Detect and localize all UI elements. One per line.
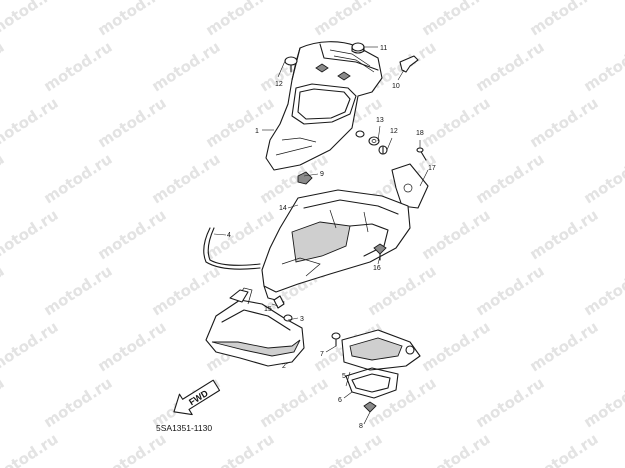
watermark-text: motod.ru [0,430,62,468]
watermark-text: motod.ru [526,94,601,152]
nut-part-9 [297,171,313,185]
callout-13: 13 [376,117,384,124]
watermark-text: motod.ru [148,150,223,208]
watermark-text: motod.ru [0,262,8,320]
watermark-text: motod.ru [472,374,547,432]
watermark-text: motod.ru [0,374,8,432]
watermark-text: motod.ru [0,94,62,152]
callout-5: 5 [342,373,346,380]
trim-strip-part-4 [203,227,261,270]
watermark-text: motod.ru [418,430,493,468]
lower-fender-part-2 [205,287,305,367]
clip-part-10 [399,55,419,73]
watermark-text: motod.ru [580,150,625,208]
watermark-text: motod.ru [0,0,62,39]
bracket-part-6 [345,367,399,399]
bolt-part-18 [416,147,427,161]
watermark-text: motod.ru [0,206,62,264]
watermark-text: motod.ru [202,206,277,264]
bolt-part-8 [363,401,377,413]
watermark-text: motod.ru [526,318,601,376]
screw-part-3 [283,314,293,322]
callout-14: 14 [279,205,287,212]
watermark-text: motod.ru [94,430,169,468]
watermark-text: motod.ru [0,38,8,96]
callout-1: 1 [255,128,259,135]
callout-3: 3 [300,316,304,323]
watermark-text: motod.ru [40,262,115,320]
callout-7: 7 [320,351,324,358]
watermark-text: motod.ru [580,38,625,96]
watermark-text: motod.ru [472,150,547,208]
watermark-text: motod.ru [40,38,115,96]
watermark-text: motod.ru [526,430,601,468]
watermark-text: motod.ru [94,318,169,376]
callout-2: 2 [282,363,286,370]
watermark-text: motod.ru [472,38,547,96]
callout-4: 4 [227,232,231,239]
callout-15: 15 [264,306,272,313]
front-cover-part [265,41,383,171]
watermark-text: motod.ru [418,94,493,152]
screw-part-12-side [378,145,388,155]
bracket-part-17 [391,163,429,209]
watermark-text: motod.ru [310,430,385,468]
watermark-text: motod.ru [202,0,277,39]
watermark-text: motod.ru [0,150,8,208]
watermark-text: motod.ru [418,0,493,39]
watermark-text: motod.ru [580,262,625,320]
watermark-text: motod.ru [40,374,115,432]
callout-12-side: 12 [390,128,398,135]
watermark-text: motod.ru [94,0,169,39]
callout-labels: 1 2 3 4 5 6 7 8 9 10 11 12 12 13 14 15 1… [227,45,436,430]
callout-12-top: 12 [275,81,283,88]
callout-11: 11 [380,45,387,52]
callout-17: 17 [428,165,436,172]
watermark-text: motod.ru [526,0,601,39]
callout-9: 9 [320,171,324,178]
callout-18: 18 [416,130,424,137]
watermark-text: motod.ru [94,206,169,264]
watermark-text: motod.ru [256,374,331,432]
watermark-text: motod.ru [472,262,547,320]
callout-10: 10 [392,83,400,90]
watermark-text: motod.ru [0,318,62,376]
watermark-text: motod.ru [310,0,385,39]
callout-16: 16 [373,265,381,272]
leader-lines [213,46,429,425]
grommet-part-13 [368,136,380,146]
screw-part-7 [331,332,341,347]
watermark-text: motod.ru [40,150,115,208]
callout-8: 8 [359,423,363,430]
watermark-text: motod.ru [202,430,277,468]
watermark-text: motod.ru [148,38,223,96]
side-guard-part-5 [341,329,421,371]
diagram-code: 5SA1351-1130 [156,423,212,433]
cap-part-11 [351,42,365,54]
watermark-text: motod.ru [418,206,493,264]
watermark-text: motod.ru [94,94,169,152]
watermark-text: motod.ru [580,374,625,432]
watermark-text: motod.ru [202,94,277,152]
watermark-text: motod.ru [418,318,493,376]
watermark-text: motod.ru [364,374,439,432]
watermark-text: motod.ru [148,262,223,320]
watermark-text: motod.ru [526,206,601,264]
callout-6: 6 [338,397,342,404]
